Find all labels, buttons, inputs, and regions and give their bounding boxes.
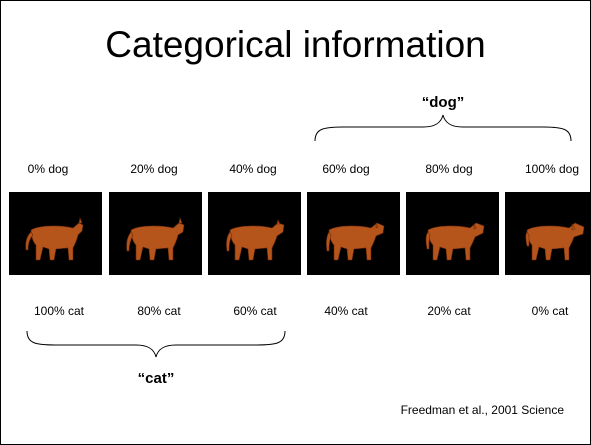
cat-brace xyxy=(26,330,286,358)
morph-stimulus-image xyxy=(505,192,590,275)
morph-cat-percent: 40% cat xyxy=(324,304,368,318)
dog-category-label: “dog” xyxy=(421,94,465,111)
morph-stimulus-image xyxy=(9,192,102,275)
morph-cat-percent: 100% cat xyxy=(33,304,85,318)
cat-category-label: “cat” xyxy=(137,370,175,387)
morph-stimulus-image xyxy=(406,192,499,275)
morph-dog-percent: 100% dog xyxy=(524,162,580,176)
morph-dog-percent: 60% dog xyxy=(322,162,370,176)
slide-title: Categorical information xyxy=(105,24,486,65)
morph-stimulus-image xyxy=(109,192,202,275)
morph-dog-percent: 20% dog xyxy=(130,162,178,176)
morph-cat-percent: 20% cat xyxy=(427,304,471,318)
morph-dog-percent: 0% dog xyxy=(27,162,69,176)
morph-cat-percent: 80% cat xyxy=(137,304,181,318)
morph-dog-percent: 80% dog xyxy=(425,162,473,176)
morph-stimulus-image xyxy=(208,192,301,275)
morph-stimulus-image xyxy=(307,192,400,275)
citation: Freedman et al., 2001 Science xyxy=(400,403,564,417)
morph-cat-percent: 0% cat xyxy=(531,304,569,318)
dog-brace xyxy=(314,114,572,142)
morph-cat-percent: 60% cat xyxy=(233,304,277,318)
morph-dog-percent: 40% dog xyxy=(229,162,277,176)
